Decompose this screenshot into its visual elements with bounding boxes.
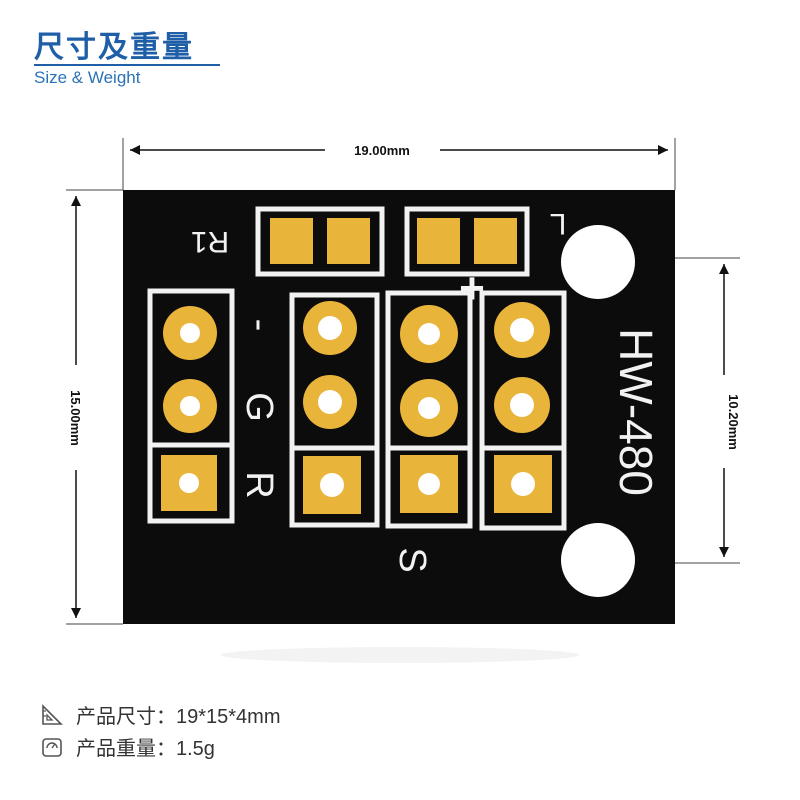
led-footprint [404, 206, 530, 277]
silk-label-l: L [550, 207, 567, 240]
spec-weight-label: 产品重量： [76, 736, 176, 760]
silk-label-r1: R1 [191, 225, 229, 258]
width-dimension: 19.00mm [130, 143, 668, 158]
height-dimension: 15.00mm [68, 196, 83, 618]
scale-icon [40, 735, 64, 759]
title-underline [34, 64, 220, 66]
section-title: 尺寸及重量 [34, 30, 194, 65]
hole-spacing-dimension: 10.20mm [719, 264, 741, 557]
section-subtitle: Size & Weight [34, 68, 141, 87]
header-left [147, 288, 235, 524]
spec-size-row: 产品尺寸：19*15*4mm [40, 700, 281, 729]
spec-weight-row: 产品重量：1.5g [40, 732, 215, 761]
header-middle-1 [289, 292, 380, 528]
mounting-hole-bottom [561, 523, 635, 597]
board-shadow [220, 647, 580, 663]
ruler-triangle-icon [40, 703, 64, 727]
silk-model-label: HW-480 [610, 328, 662, 496]
spec-size-label: 产品尺寸： [76, 704, 176, 728]
header-middle-2 [385, 290, 473, 529]
spec-size-value: 19*15*4mm [176, 706, 281, 728]
height-label: 15.00mm [68, 390, 83, 446]
spec-weight-value: 1.5g [176, 738, 215, 760]
resistor-r1-footprint [255, 206, 385, 277]
hole-spacing-label: 10.20mm [726, 394, 741, 450]
silk-label-minus: - [239, 319, 281, 332]
silk-label-s: S [391, 547, 433, 572]
silk-label-g: G [238, 392, 280, 422]
width-label: 19.00mm [354, 143, 410, 158]
header-right [479, 290, 567, 531]
mounting-hole-top [561, 225, 635, 299]
silk-label-r: R [238, 471, 280, 498]
silk-label-plus: + [459, 264, 485, 313]
